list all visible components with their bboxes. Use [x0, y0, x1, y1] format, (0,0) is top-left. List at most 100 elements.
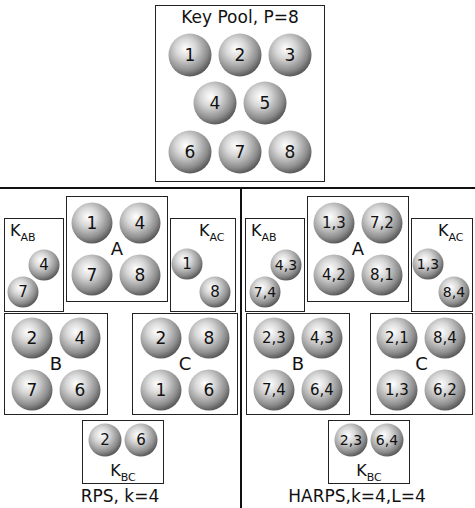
- sphere-label: 7: [218, 130, 262, 174]
- sphere-circle: [189, 370, 230, 411]
- box-label: C: [415, 355, 428, 373]
- box-label: KBC: [110, 463, 136, 479]
- key-number: 8: [210, 285, 220, 300]
- box-label-text: K: [199, 221, 210, 240]
- key-number: 5: [260, 95, 271, 112]
- key-box: A14 7 8: [66, 196, 168, 302]
- sphere-label: 4,3: [270, 249, 302, 281]
- key-sphere: 7,2: [361, 202, 403, 244]
- sphere-circle: [172, 249, 203, 280]
- key-sphere: 2,1: [376, 317, 418, 359]
- sphere-circle: [302, 318, 343, 359]
- key-number: 2: [27, 330, 38, 347]
- key-sphere: 1: [168, 33, 212, 77]
- key-box: C2 8 16: [132, 313, 238, 415]
- key-sphere: 2: [88, 423, 122, 457]
- sphere-circle: [60, 318, 101, 359]
- box-label-text: K: [356, 461, 367, 480]
- key-sphere: 3: [268, 33, 312, 77]
- sphere-circle: [8, 277, 39, 308]
- key-number: 8,4: [433, 331, 457, 346]
- key-sphere: 6: [168, 130, 212, 174]
- box-label-text: C: [415, 353, 428, 374]
- key-sphere: 1: [71, 202, 113, 244]
- box-label: KAB: [10, 223, 36, 239]
- sphere-circle: [250, 277, 281, 308]
- sphere-label: 4: [119, 202, 161, 244]
- sphere-circle: [189, 318, 230, 359]
- key-sphere: 7,4: [253, 369, 295, 411]
- key-sphere: 6: [59, 369, 101, 411]
- sphere-circle: [120, 203, 161, 244]
- key-box: B2476: [4, 313, 108, 415]
- key-number: 4,3: [275, 258, 297, 272]
- key-number: 7: [18, 285, 28, 300]
- sphere-label: 8: [268, 130, 312, 174]
- key-number: 1: [182, 257, 192, 272]
- sphere-label: 3: [268, 33, 312, 77]
- box-label-text: K: [251, 221, 262, 240]
- sphere-label: 8,4: [424, 317, 466, 359]
- sphere-label: 8: [199, 276, 231, 308]
- key-number: 2,3: [262, 331, 286, 346]
- key-number: 2: [156, 330, 167, 347]
- sphere-label: 6: [124, 423, 158, 457]
- key-sphere: 6,4: [301, 369, 343, 411]
- key-number: 4: [75, 330, 86, 347]
- key-sphere: 2,3: [253, 317, 295, 359]
- sphere-label: 7,4: [249, 276, 281, 308]
- sphere-circle: [29, 250, 60, 281]
- key-sphere: 4,3: [301, 317, 343, 359]
- key-box: KAB 4,3 7,4: [245, 218, 305, 312]
- box-label: B: [50, 355, 62, 373]
- key-sphere: 8,4: [438, 276, 470, 308]
- sphere-circle: [335, 424, 368, 457]
- sphere-circle: [169, 131, 212, 174]
- key-sphere: 8: [268, 130, 312, 174]
- sphere-label: 1: [140, 369, 182, 411]
- box-label-text: Key Pool, P=8: [181, 7, 299, 27]
- key-box: C2,18,41,36,2: [370, 313, 473, 415]
- key-number: 8: [204, 330, 215, 347]
- box-label-subscript: AB: [21, 231, 36, 244]
- key-number: 2,1: [385, 331, 409, 346]
- key-sphere: 6: [188, 369, 230, 411]
- key-number: 8,4: [443, 285, 465, 299]
- scheme-caption: HARPS,k=4,L=4: [288, 488, 426, 505]
- key-sphere: 4: [28, 249, 60, 281]
- box-label-text: C: [179, 353, 192, 374]
- key-sphere: 1,3: [412, 248, 444, 280]
- box-label-subscript: AB: [262, 231, 277, 244]
- sphere-circle: [254, 318, 295, 359]
- key-number: 7: [87, 267, 98, 284]
- box-label-text: A: [111, 238, 123, 259]
- sphere-label: 2: [11, 317, 53, 359]
- key-box: KBC2,36,4: [328, 420, 410, 484]
- box-label: Key Pool, P=8: [181, 9, 299, 26]
- sphere-circle: [89, 424, 122, 457]
- key-sphere: 5: [243, 81, 287, 125]
- sphere-label: 6: [188, 369, 230, 411]
- box-label-text: K: [438, 221, 449, 240]
- key-sphere: 1: [171, 248, 203, 280]
- sphere-label: 2: [218, 33, 262, 77]
- sphere-label: 6,4: [301, 369, 343, 411]
- key-box: KAC 1,3 8,4: [411, 218, 473, 312]
- key-sphere: 1,3: [313, 202, 355, 244]
- sphere-label: 8: [119, 254, 161, 296]
- sphere-label: 8,1: [361, 254, 403, 296]
- sphere-circle: [254, 370, 295, 411]
- box-label: B: [292, 355, 304, 373]
- key-number: 7,4: [254, 285, 276, 299]
- key-number: 3: [285, 47, 296, 64]
- sphere-label: 6,4: [370, 423, 404, 457]
- key-number: 6: [75, 382, 86, 399]
- key-number: 4,3: [310, 331, 334, 346]
- box-label: KAC: [438, 223, 464, 239]
- box-label-subscript: AC: [449, 231, 464, 244]
- key-number: 6,4: [310, 383, 334, 398]
- box-label-text: K: [110, 461, 121, 480]
- sphere-circle: [125, 424, 158, 457]
- key-sphere: 8: [119, 254, 161, 296]
- sphere-label: 8,4: [438, 276, 470, 308]
